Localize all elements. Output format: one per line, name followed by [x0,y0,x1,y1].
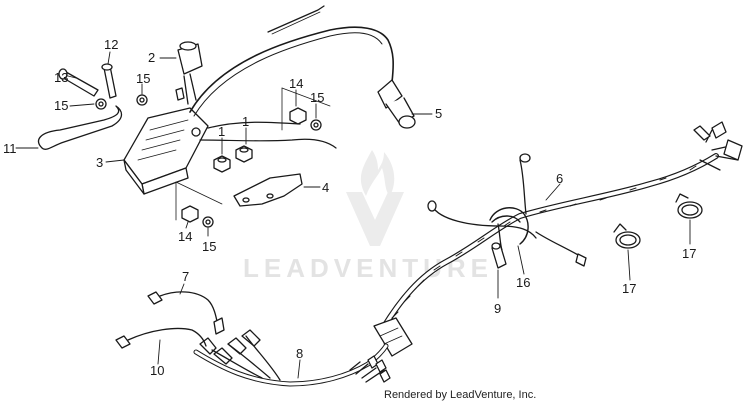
callout-13: 13 [54,70,69,85]
callout-12: 12 [104,37,119,52]
high-tension-lead [189,5,394,117]
hose-clamp-parts [613,193,703,249]
spring-clip-part [37,105,123,150]
callout-15-top: 15 [136,71,151,86]
bolt-parts [58,63,117,99]
callout-16: 16 [516,275,531,290]
callout-11: 11 [3,141,17,156]
callout-10: 10 [150,363,165,378]
callout-5: 5 [435,106,443,121]
callout-17-left: 17 [622,281,637,296]
callout-14-top: 14 [289,76,304,91]
callout-7: 7 [182,269,190,284]
callout-15-left: 15 [54,98,69,113]
callout-3: 3 [96,155,104,170]
sub-harness-part [193,329,391,387]
leader-lines [15,51,691,379]
callout-1-right: 1 [242,114,250,129]
lead-wire-10-part [115,327,207,349]
bracket-part [233,173,303,207]
callout-15-right: 15 [310,90,325,105]
cdi-unit-part [123,107,209,195]
main-wire-harness [379,121,743,333]
callout-14-bottom: 14 [178,229,193,244]
callout-2: 2 [148,50,156,65]
callout-4: 4 [322,180,330,195]
lead-wire-7-part [147,291,225,335]
pulse-generator-part [175,41,203,105]
callout-17-right: 17 [682,246,697,261]
callout-6: 6 [556,171,564,186]
plug-cap-part [377,79,416,129]
callout-1-left: 1 [218,124,226,139]
callout-9: 9 [494,301,502,316]
nut-parts [213,145,253,173]
rendered-by-credit: Rendered by LeadVenture, Inc. [384,389,537,401]
callout-15-bottom: 15 [202,239,217,254]
callout-8: 8 [296,346,304,361]
harness-band-part [489,207,529,245]
